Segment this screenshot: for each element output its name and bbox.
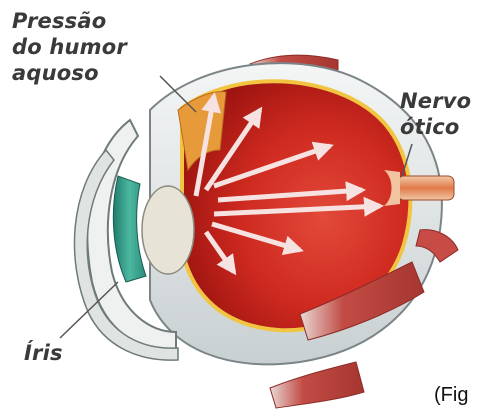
figure-caption: (Fig bbox=[434, 384, 468, 407]
label-line: Íris bbox=[24, 340, 63, 366]
label-aqueous-pressure: Pressão do humor aquoso bbox=[12, 8, 127, 86]
lens bbox=[142, 186, 194, 274]
lower-oblique-muscle bbox=[270, 362, 364, 408]
label-iris: Íris bbox=[24, 340, 63, 366]
label-line: Nervo bbox=[400, 88, 471, 114]
iris-band bbox=[113, 176, 146, 282]
label-line: do humor bbox=[12, 34, 127, 60]
label-optic-nerve: Nervo ótico bbox=[400, 88, 471, 140]
optic-nerve bbox=[398, 176, 454, 200]
label-line: ótico bbox=[400, 114, 471, 140]
label-line: Pressão bbox=[12, 8, 127, 34]
label-line: aquoso bbox=[12, 60, 127, 86]
